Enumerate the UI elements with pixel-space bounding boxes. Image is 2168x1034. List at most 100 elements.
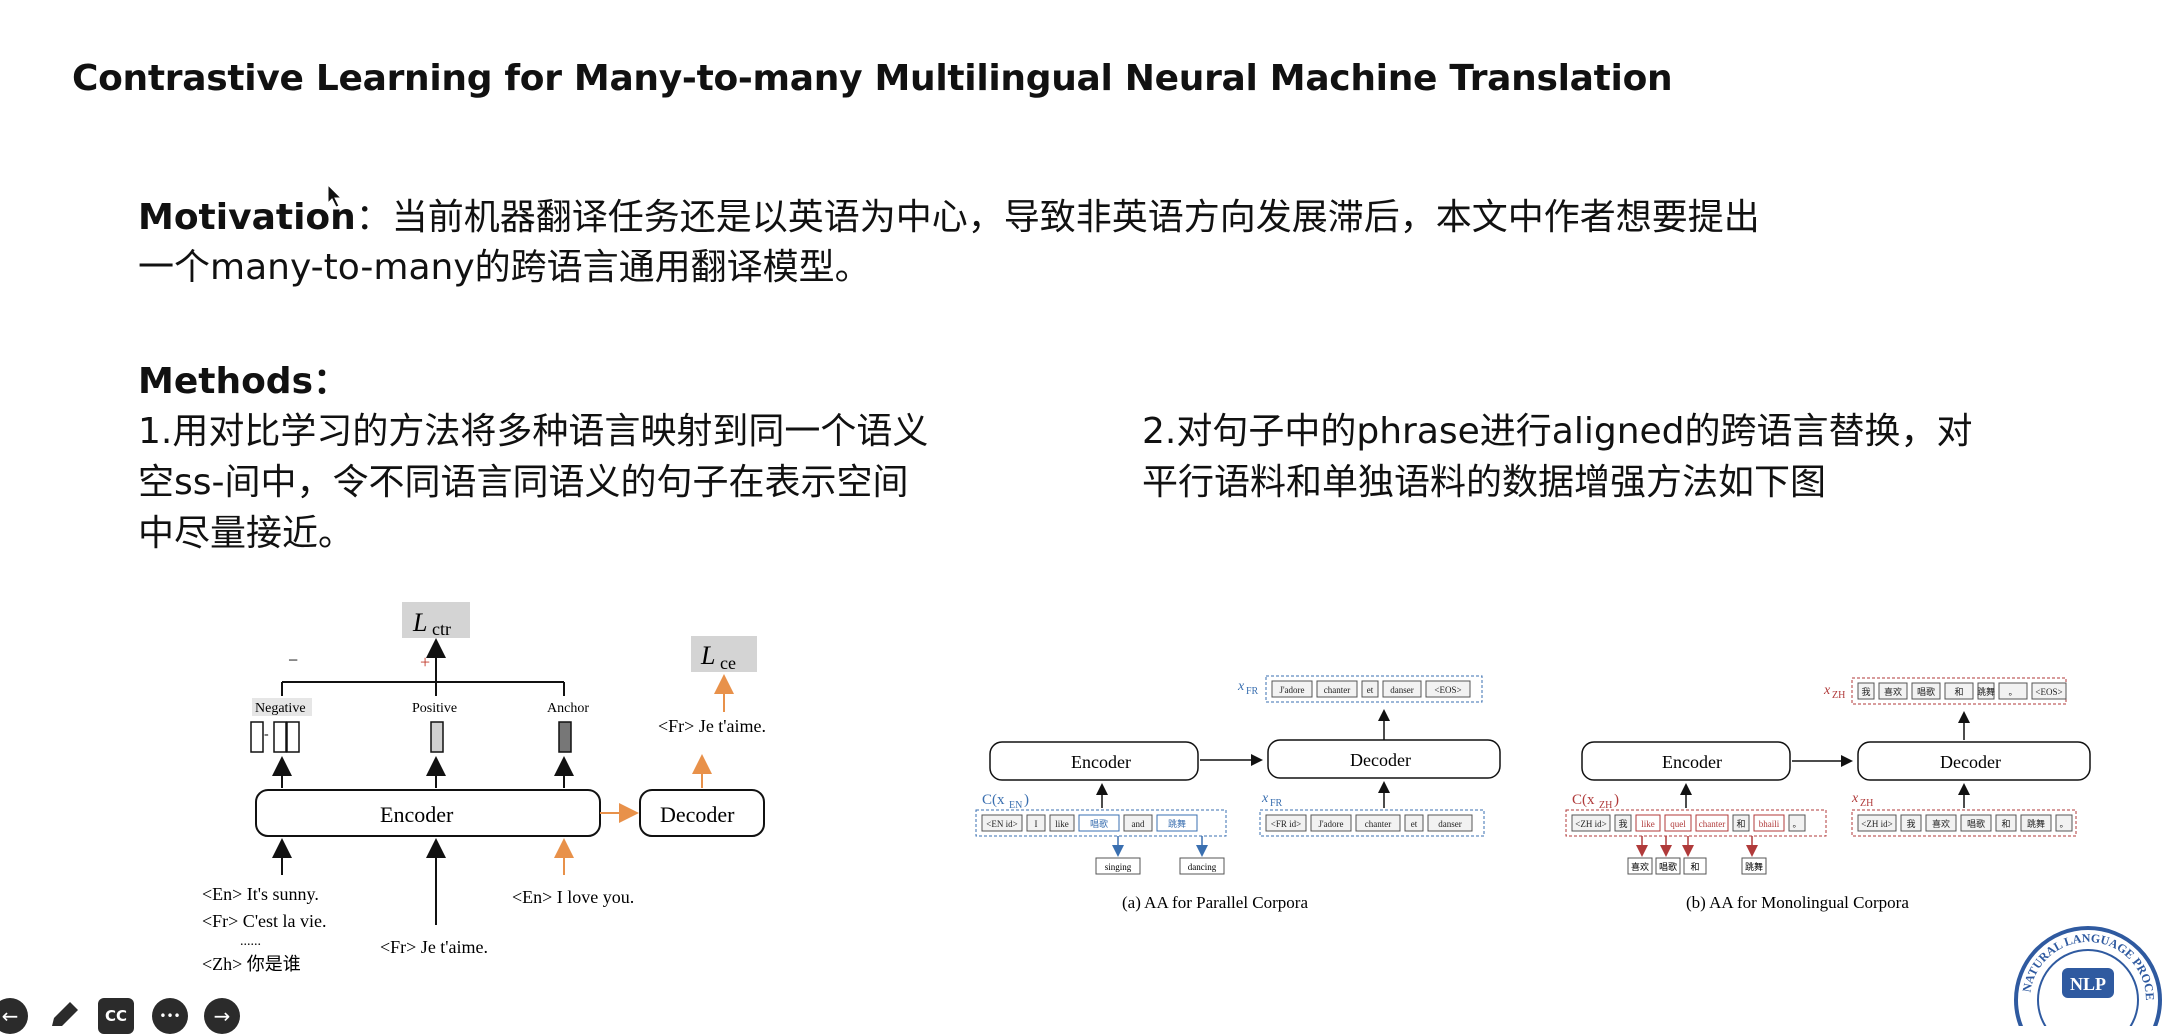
token-box <box>2031 682 2067 700</box>
token-label: 唱歌 <box>1967 818 1985 829</box>
token-label: et <box>1367 685 1374 695</box>
svg-text:FR: FR <box>1270 798 1283 809</box>
token-box <box>2055 814 2073 832</box>
token-label: <ZH id> <box>1575 819 1606 829</box>
decoder-box <box>1857 741 2091 781</box>
token-box <box>1355 814 1401 832</box>
decoder-box <box>639 789 765 837</box>
encoder-box <box>1581 741 1791 781</box>
token-box <box>1977 682 1995 700</box>
token-box <box>1741 857 1767 875</box>
token-label: 跳舞 <box>1745 861 1763 872</box>
token-label: chanter <box>1699 819 1725 829</box>
token-label: et <box>1411 819 1418 829</box>
token-label: danser <box>1438 819 1462 829</box>
method-1-line-1: 1.用对比学习的方法将多种语言映射到同一个语义 <box>138 411 929 452</box>
token-label: 跳舞 <box>1168 818 1186 829</box>
svg-text:ZH: ZH <box>1860 798 1873 809</box>
figure-aa-parallel: x FR J'adore chanter et danser <EOS> Encoder… <box>975 675 1501 912</box>
input-fr-positive: <Fr> Je t'aime. <box>380 937 488 957</box>
token-box <box>2020 814 2052 832</box>
token-label: 跳舞 <box>2027 818 2045 829</box>
plus-sign: + <box>420 652 430 672</box>
token-label: 喜欢 <box>1631 861 1649 872</box>
back-arrow-icon[interactable]: ← <box>0 998 28 1034</box>
token-box <box>1123 814 1153 832</box>
token-box <box>1382 680 1422 698</box>
token-box <box>1179 857 1225 875</box>
token-label: 和 <box>1736 819 1745 829</box>
token-label: 我 <box>1906 819 1915 829</box>
method-1-line-2: 空ss-间中，令不同语言同语义的句子在表示空间 <box>138 462 909 503</box>
method-1-line-3: 中尽量接近。 <box>138 513 355 554</box>
token-box <box>1361 680 1379 698</box>
token-box <box>1026 814 1046 832</box>
token-box <box>1049 814 1075 832</box>
token-label: <FR id> <box>1271 819 1301 829</box>
token-label: <EOS> <box>1434 685 1461 695</box>
token-label: 。 <box>1792 819 1801 829</box>
positive-label: Positive <box>412 701 457 716</box>
method-2-line-1: 2.对句子中的phrase进行aligned的跨语言替换，对 <box>1142 411 1973 452</box>
token-label: 和 <box>2001 819 2010 829</box>
token-label: chanter <box>1324 685 1350 695</box>
token-box <box>1271 680 1313 698</box>
target-token-row: 我喜欢唱歌和跳舞。<EOS> <box>1857 682 2067 700</box>
c-x-zh-label: C(x <box>1572 792 1595 808</box>
logo-center-text: NLP <box>2070 974 2106 994</box>
token-box <box>1732 814 1750 832</box>
c-x-en-label: C(x <box>982 792 1005 808</box>
token-label: 喜欢 <box>1932 818 1950 829</box>
svg-text:ZH: ZH <box>1599 800 1612 811</box>
token-box <box>1310 814 1352 832</box>
token-label: quel <box>1670 819 1686 829</box>
token-label: J'adore <box>1279 685 1304 695</box>
encoder-label: Encoder <box>1071 752 1131 772</box>
captions-icon[interactable]: CC <box>98 998 134 1034</box>
motivation-line-1: Motivation：当前机器翻译任务还是以英语为中心，导致非英语方向发展滞后，… <box>138 193 1760 243</box>
input-zh: <Zh> 你是谁 <box>202 954 301 974</box>
motivation-text: ：当前机器翻译任务还是以英语为中心，导致非英语方向发展滞后，本文中作者想要提出 <box>355 197 1760 238</box>
lce-label: L <box>700 641 715 670</box>
token-label: like <box>1641 819 1655 829</box>
decoder-label: Decoder <box>1940 752 2001 772</box>
mouse-cursor-icon <box>327 184 343 208</box>
encoder-label: Encoder <box>380 802 454 827</box>
token-label: I <box>1035 819 1038 829</box>
figure-aa-monolingual: x ZH 我喜欢唱歌和跳舞。<EOS> Encoder Decoder C(x … <box>1565 677 2091 912</box>
token-box <box>1404 814 1424 832</box>
token-label: 和 <box>1690 862 1699 872</box>
token-box <box>1995 814 2017 832</box>
x-fr-label: x <box>1261 791 1269 806</box>
lce-box <box>691 636 757 672</box>
pencil-icon[interactable] <box>46 1000 82 1030</box>
nlp-logo-icon: NATURAL LANGUAGE PROCESSING NLP <box>2008 920 2162 1026</box>
figure-contrastive-diagram: L ctr L ce − + Negative Positive Anchor … <box>202 602 766 974</box>
negative-vector <box>250 721 264 753</box>
decoder-box <box>1267 739 1501 779</box>
positive-vector <box>430 721 444 753</box>
token-label: 我 <box>1861 687 1870 697</box>
token-label: danser <box>1390 685 1414 695</box>
more-icon[interactable]: ••• <box>152 998 188 1034</box>
token-label: 唱歌 <box>1090 818 1108 829</box>
anchor-label: Anchor <box>547 701 589 716</box>
methods-label: Methods： <box>138 361 350 402</box>
motivation-line-2: 一个many-to-many的跨语言通用翻译模型。 <box>138 247 871 288</box>
decoder-label: Decoder <box>1350 750 1411 770</box>
token-label: dancing <box>1188 862 1217 872</box>
lce-subscript: ce <box>720 653 736 673</box>
motivation-label: Motivation <box>138 197 356 238</box>
forward-arrow-icon[interactable]: → <box>204 998 240 1034</box>
token-box <box>1960 814 1992 832</box>
token-box <box>1156 814 1198 832</box>
token-box <box>1878 682 1908 700</box>
token-box <box>1571 814 1611 832</box>
token-label: 。 <box>2059 819 2068 829</box>
anchor-vector <box>558 721 572 753</box>
token-box <box>1627 857 1653 875</box>
encoder-label: Encoder <box>1662 752 1722 772</box>
token-label: 。 <box>2008 687 2017 697</box>
